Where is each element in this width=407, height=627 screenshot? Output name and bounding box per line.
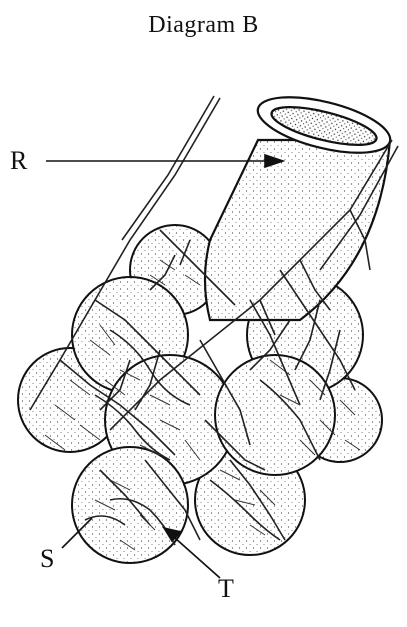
arrow-t	[175, 538, 220, 578]
label-r: R	[10, 148, 27, 174]
label-s: S	[40, 546, 54, 572]
alveolus	[72, 447, 188, 563]
alveolus	[215, 355, 335, 475]
label-t: T	[218, 576, 234, 602]
